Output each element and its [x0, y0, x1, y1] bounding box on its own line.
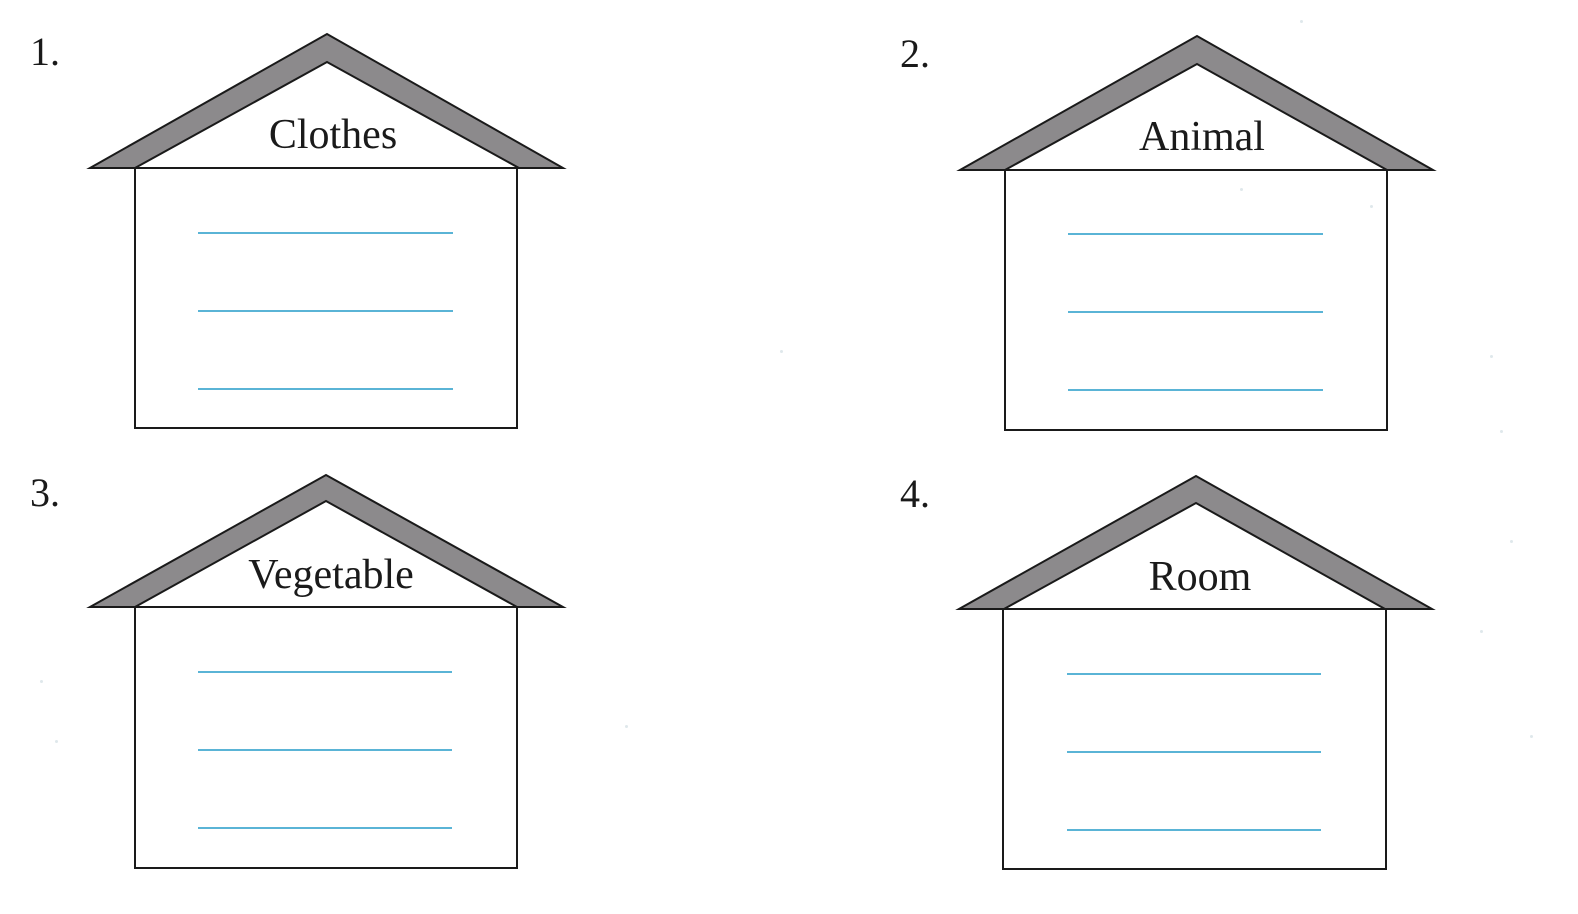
house-body: [134, 606, 518, 869]
house-body: [1004, 169, 1388, 431]
scan-speck: [1480, 630, 1483, 633]
house-body: [134, 167, 518, 429]
category-label: Room: [1149, 554, 1252, 600]
item-number: 3.: [30, 470, 60, 515]
category-label: Clothes: [269, 112, 397, 158]
item-room: 4. Room: [900, 474, 1460, 914]
house-diagram: Animal: [956, 34, 1437, 431]
scan-speck: [780, 350, 783, 353]
worksheet: 1. Clothes 2. Animal 3. Vegetab: [30, 20, 1533, 870]
scan-speck: [1240, 188, 1243, 191]
item-vegetable: 3. Vegetable: [30, 473, 590, 913]
item-number: 4.: [900, 471, 930, 516]
house-body: [1002, 608, 1387, 870]
scan-speck: [1500, 430, 1503, 433]
scan-speck: [1490, 355, 1493, 358]
item-number: 2.: [900, 31, 930, 76]
scan-speck: [1300, 20, 1303, 23]
house-diagram: Clothes: [86, 32, 567, 429]
item-animal: 2. Animal: [900, 34, 1460, 474]
scan-speck: [55, 740, 58, 743]
category-label: Vegetable: [248, 552, 414, 598]
house-diagram: Room: [955, 474, 1436, 870]
house-diagram: Vegetable: [86, 473, 567, 869]
category-label: Animal: [1139, 114, 1265, 160]
scan-speck: [1370, 205, 1373, 208]
item-number: 1.: [30, 29, 60, 74]
scan-speck: [1510, 540, 1513, 543]
scan-speck: [625, 725, 628, 728]
item-clothes: 1. Clothes: [30, 32, 590, 472]
scan-speck: [1530, 735, 1533, 738]
scan-speck: [40, 680, 43, 683]
